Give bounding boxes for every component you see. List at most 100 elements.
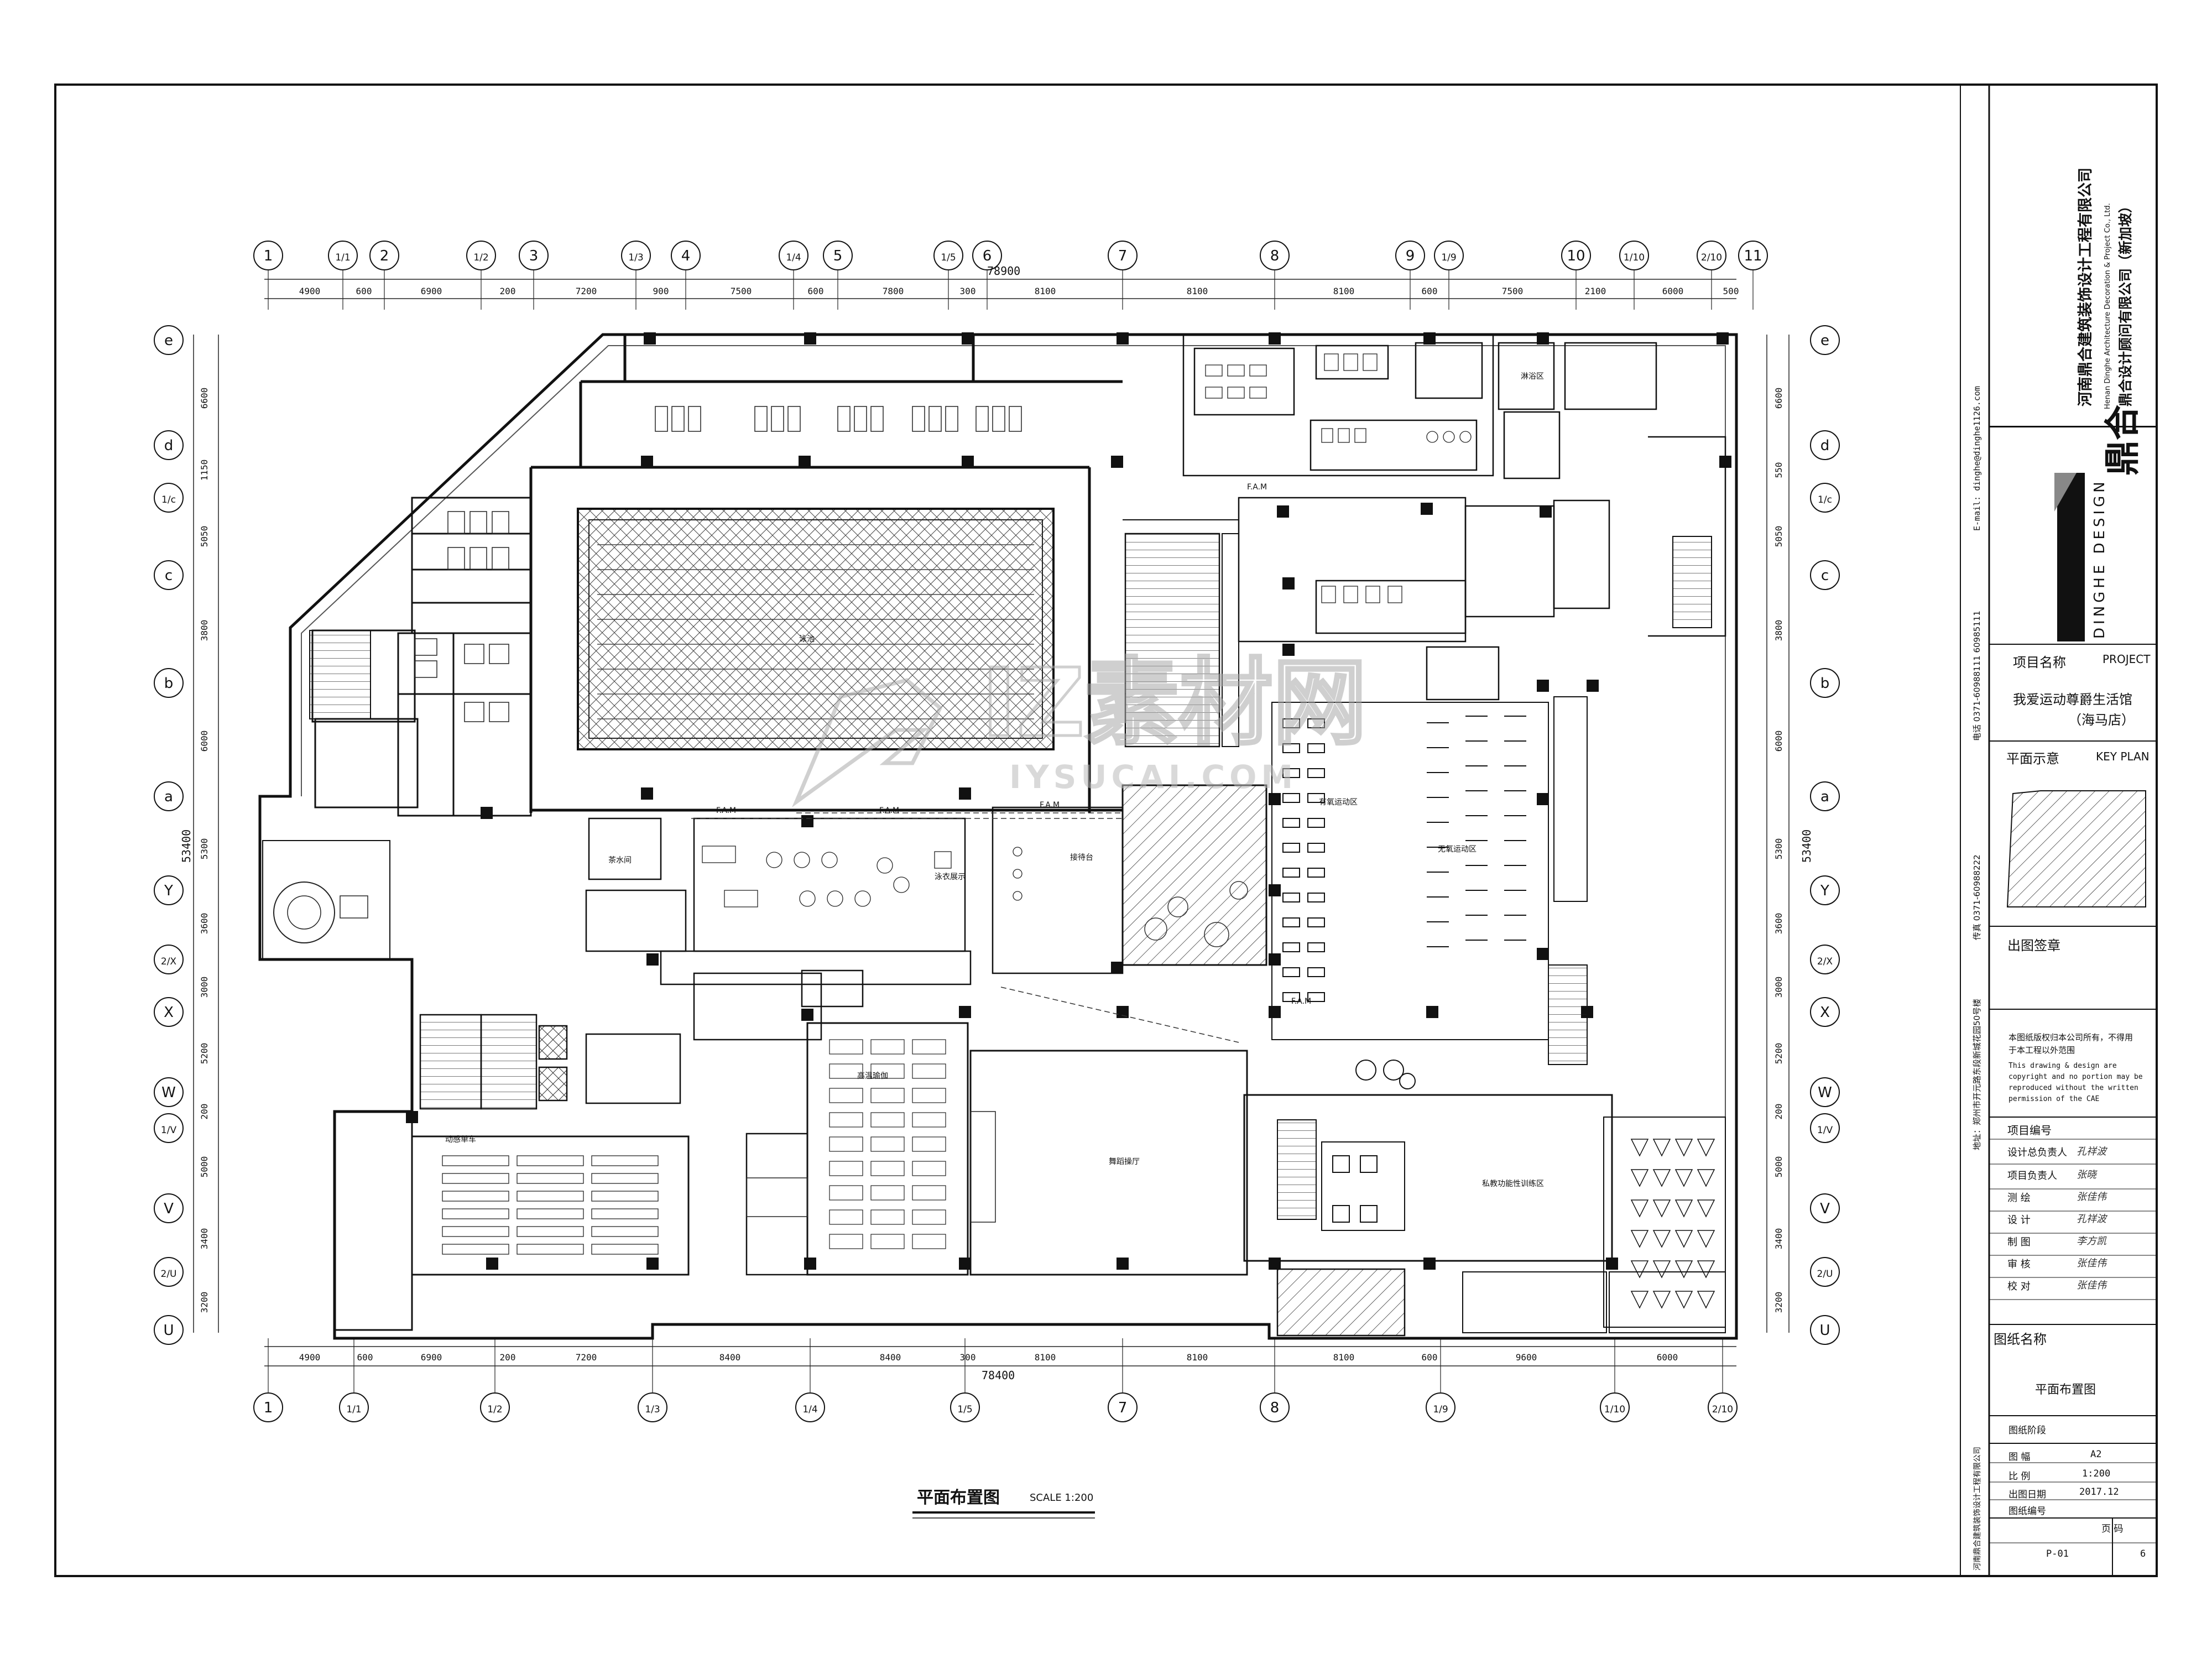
column [1269,1258,1281,1270]
column [1282,577,1295,589]
stage-label: 图纸阶段 [2008,1425,2046,1436]
treadmill [1307,942,1325,952]
left-axis-bubble [154,875,184,905]
copyright-cn-1: 本图纸版权归本公司所有，不得用 [2008,1032,2133,1042]
treadmill [1282,743,1300,753]
treadmill [1282,893,1300,902]
mat [829,1185,863,1201]
label-gym-aerobic: 有氧运动区 [1319,798,1358,807]
seat-row [442,1244,509,1255]
dimension-label: 8100 [1187,1352,1208,1363]
left-axis-label: 2/U [161,1269,177,1280]
seat-row [442,1173,509,1184]
right-mid-stair [1548,964,1588,1065]
dimension-label: 200 [1773,1104,1784,1120]
title-block-lines [1989,644,2157,1576]
column [804,1258,816,1270]
scale-label-tb: 比 例 [2008,1471,2031,1482]
treadmill [1282,818,1300,828]
sheet-no-value: P-01 [2046,1548,2069,1559]
column [1426,1006,1438,1018]
seat-row [591,1208,659,1219]
escalator [1124,533,1220,748]
right-axis-label: 1/V [1817,1125,1833,1136]
right-axis-bubble [1810,483,1840,513]
bike [1652,1230,1671,1248]
dimension-label: 6600 [199,388,210,409]
key-plan-shape [2006,790,2146,907]
brand-logo-mark [2057,473,2085,641]
right-axis-label: Y [1820,883,1829,899]
dimension-label: 7800 [883,286,904,296]
seat-row [591,1191,659,1202]
gym-area [1271,702,1549,1040]
bike [1630,1169,1649,1187]
top-axis-label: 1/9 [1441,252,1456,263]
left-axis-bubble [154,1315,184,1345]
dimension-label: 3400 [1773,1228,1784,1250]
dimension-label: 500 [1723,286,1739,296]
company-en: Henan Dinghe Architecture Decoration & P… [2104,203,2112,409]
top-axis-label: 5 [833,248,843,264]
bike [1630,1230,1649,1248]
column [1537,793,1549,805]
right-axis-bubble [1810,945,1840,974]
seat-row [591,1244,659,1255]
left-axis-label: 1/c [161,494,176,505]
column [481,807,493,819]
brand-cn: 鼎合 [2103,405,2143,476]
bottom-axis-label: 1/9 [1433,1404,1448,1415]
treadmill [1307,843,1325,853]
seat-row [442,1191,509,1202]
dimension-label: 200 [500,1352,516,1363]
left-axis-label: U [163,1322,174,1339]
column [1540,505,1552,518]
treadmill [1307,917,1325,927]
column [962,332,974,345]
dimension-label: 5300 [1773,838,1784,860]
right-top-toilets [1498,342,1657,479]
dimension-label: 3600 [199,913,210,935]
treadmill [1307,743,1325,753]
watermark: IZ素材网 IYSUCAI.COM [791,648,1368,808]
left-axis-label: c [165,567,173,584]
dimension-label: 6900 [421,286,442,296]
left-core [419,817,687,1110]
lecture-seating [442,1155,659,1255]
right-axis-bubble [1810,668,1840,698]
watermark-text: IZ素材网 [982,649,1367,758]
role-signature: 张佳伟 [2077,1280,2106,1291]
seat-row [591,1173,659,1184]
bottom-axis-label: 1/1 [346,1404,361,1415]
treadmill [1307,818,1325,828]
mat [829,1039,863,1055]
right-axis-label: b [1820,675,1830,692]
bottom-axis-label: 1/3 [645,1404,660,1415]
dimension-label: 3200 [1773,1292,1784,1313]
bike [1674,1169,1693,1187]
dimension-label: 6900 [421,1352,442,1363]
dimension-label: 7200 [576,1352,597,1363]
role-label: 制 图 [2007,1237,2031,1248]
top-axis-label: 1/2 [473,252,488,263]
bike [1674,1260,1693,1279]
role-signature: 张佳伟 [2077,1191,2106,1203]
top-axis-label: 1/1 [335,252,350,263]
bike [1652,1199,1671,1218]
treadmill [1307,992,1325,1002]
mat [870,1039,905,1055]
size-value: A2 [2090,1449,2102,1460]
seat-row [517,1173,584,1184]
dimension-label: 5050 [199,526,210,547]
dimension-label: 7500 [731,286,752,296]
mat [870,1161,905,1176]
garden [262,840,390,960]
dimension-label: 300 [960,1352,976,1363]
strip-fax: 传真 0371-60988222 [1972,854,1982,940]
label-dance-hall: 舞蹈操厅 [1109,1157,1140,1166]
project-no-label: 项目编号 [2007,1124,2052,1137]
bike [1630,1139,1649,1157]
dimension-label: 8100 [1187,286,1208,296]
